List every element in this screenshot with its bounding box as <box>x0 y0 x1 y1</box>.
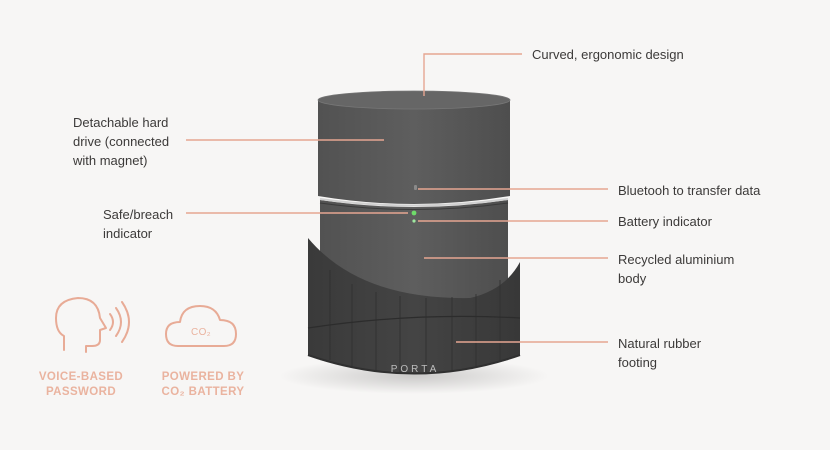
feature-co2-battery: POWERED BY CO₂ BATTERY <box>161 371 245 398</box>
top-lid <box>318 91 510 109</box>
callout-body: Recycled aluminium body <box>618 252 735 286</box>
seam-line <box>319 198 509 207</box>
callout-curved-design: Curved, ergonomic design <box>532 47 684 62</box>
safe-breach-led <box>411 210 417 216</box>
cloud-co2-label: CO₂ <box>190 327 212 338</box>
leader-lines <box>186 53 608 343</box>
feature-voice-password: VOICE-BASED PASSWORD <box>38 371 124 398</box>
callout-bluetooth: Bluetooh to transfer data <box>618 183 761 198</box>
cloud-icon <box>165 305 237 347</box>
rubber-footing <box>307 238 521 375</box>
callout-footing: Natural rubber footing <box>618 336 702 370</box>
speaking-head-icon <box>55 297 130 353</box>
brand-logo: PORTA <box>390 364 440 375</box>
hard-drive-module <box>317 90 511 204</box>
battery-led <box>412 219 416 223</box>
callout-safe-breach: Safe/breach indicator <box>103 207 174 241</box>
bluetooth-icon <box>414 185 417 190</box>
callout-battery: Battery indicator <box>618 214 712 229</box>
callout-hard-drive: Detachable hard drive (connected with ma… <box>73 115 170 168</box>
